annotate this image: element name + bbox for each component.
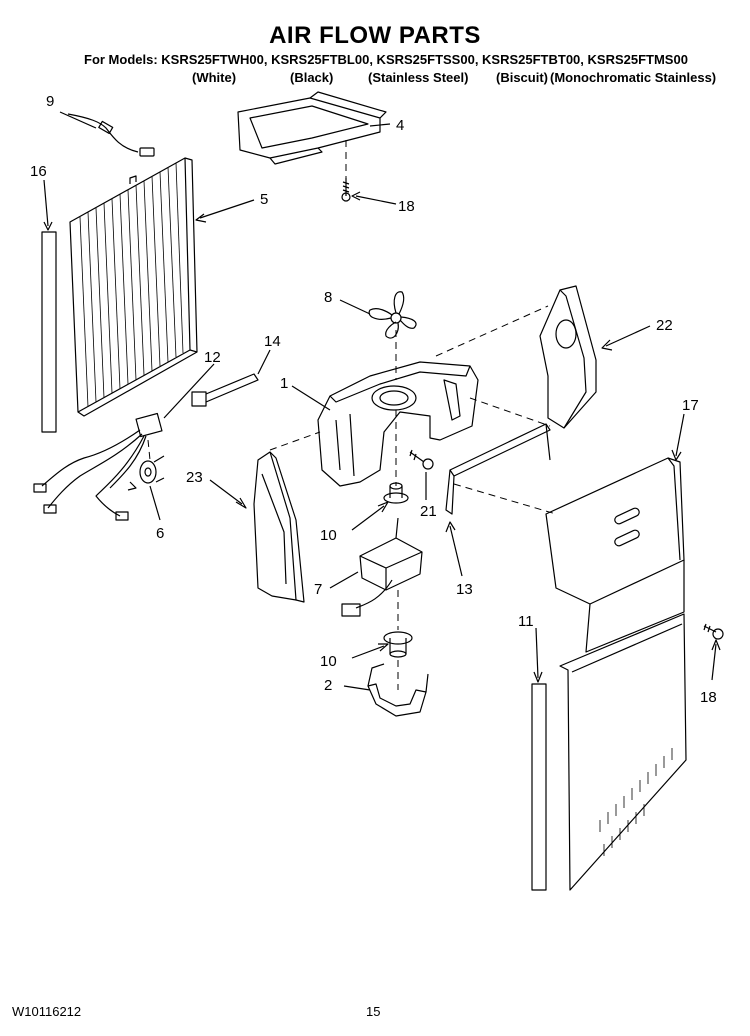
- page-number: 15: [366, 1004, 381, 1019]
- callout-17: 17: [682, 397, 699, 414]
- part-9-sensor-drawing: [67, 113, 155, 157]
- color-biscuit-label: (Biscuit): [496, 70, 548, 85]
- callout-9: 9: [46, 93, 54, 110]
- part-22-cover-drawing: [539, 285, 597, 429]
- part-14-tie-drawing: [191, 373, 259, 407]
- page-title: AIR FLOW PARTS: [269, 22, 481, 49]
- callout-6: 6: [156, 525, 164, 542]
- document-number: W10116212: [12, 1004, 82, 1019]
- color-black-label: (Black): [290, 70, 334, 85]
- part-8-fan-blade-drawing: [368, 291, 417, 339]
- part-12-harness-drawing: [33, 412, 163, 521]
- callout-22: 22: [656, 317, 673, 334]
- callout-12: 12: [204, 349, 221, 366]
- callout-10-lower: 10: [320, 653, 337, 670]
- part-21-screw-drawing: [409, 449, 434, 470]
- part-10-bushing-lower-drawing: [383, 631, 413, 658]
- callout-18-top: 18: [398, 198, 415, 215]
- part-18-screw-right-drawing: [703, 623, 724, 640]
- callout-4: 4: [396, 117, 404, 134]
- callout-23: 23: [186, 469, 203, 486]
- leader-lines: [43, 111, 721, 691]
- part-16-strip-drawing: [41, 231, 57, 433]
- part-18-screw-top-drawing: [341, 178, 351, 202]
- callout-2: 2: [324, 677, 332, 694]
- model-list: For Models: KSRS25FTWH00, KSRS25FTBL00, …: [84, 52, 688, 67]
- part-11-strip-drawing: [531, 683, 547, 891]
- callout-18-right: 18: [700, 689, 717, 706]
- callout-14: 14: [264, 333, 281, 350]
- callout-16: 16: [30, 163, 47, 180]
- part-1-fan-housing-drawing: [317, 361, 479, 487]
- assembly-lines: [147, 140, 557, 690]
- callout-13: 13: [456, 581, 473, 598]
- callout-8: 8: [324, 289, 332, 306]
- part-17-air-duct-drawing: [545, 457, 687, 891]
- callout-7: 7: [314, 581, 322, 598]
- part-23-panel-drawing: [253, 451, 305, 603]
- part-7-motor-drawing: [341, 517, 423, 617]
- callout-1: 1: [280, 375, 288, 392]
- callout-10-upper: 10: [320, 527, 337, 544]
- callout-21: 21: [420, 503, 437, 520]
- part-2-bracket-drawing: [367, 663, 429, 717]
- part-13-baffle-drawing: [445, 423, 551, 515]
- color-white-label: (White): [192, 70, 237, 85]
- callout-11: 11: [518, 613, 534, 630]
- callout-5: 5: [260, 191, 268, 208]
- part-5-evaporator-drawing: [69, 157, 198, 417]
- part-4-duct-drawing: [237, 91, 387, 165]
- color-monochromatic-label: (Monochromatic Stainless): [550, 70, 717, 85]
- color-stainless-label: (Stainless Steel): [368, 70, 469, 85]
- part-6-grommet-drawing: [139, 455, 165, 484]
